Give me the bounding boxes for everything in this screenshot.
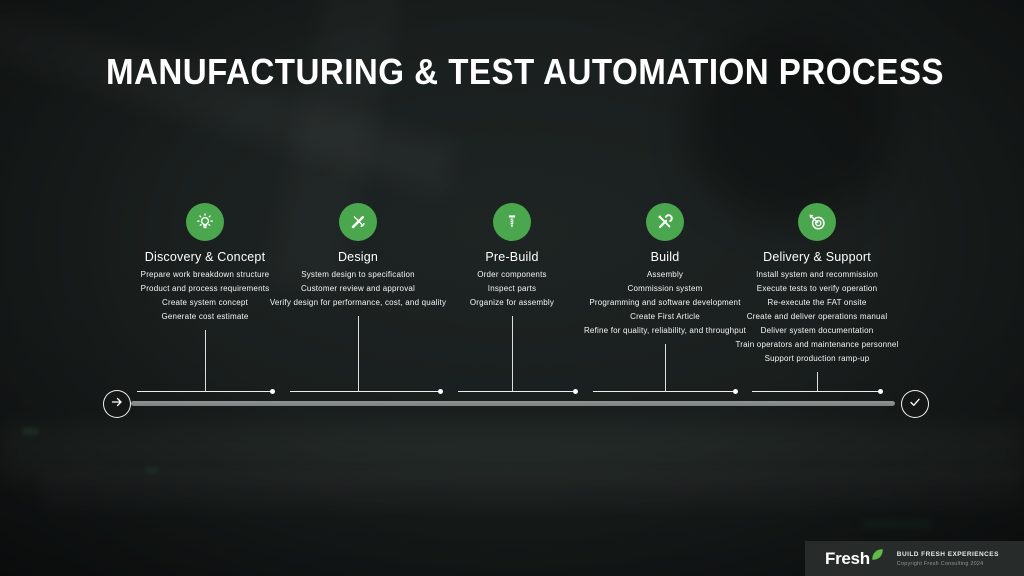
timeline-start-circle (103, 390, 131, 418)
stage-item: Programming and software development (589, 298, 741, 307)
stage-item: Support production ramp-up (764, 354, 870, 363)
stage-connector-line (511, 316, 513, 391)
stage-item: Create system concept (161, 298, 248, 307)
fresh-logo: Fresh (825, 549, 884, 569)
stage-connector-line (664, 344, 666, 391)
stage-item: Commission system (627, 284, 703, 293)
timeline-end-circle (901, 390, 929, 418)
stage-item: Create and deliver operations manual (746, 312, 888, 321)
stage-item: Deliver system documentation (760, 326, 874, 335)
stage-title: Delivery & Support (763, 250, 871, 264)
stage-title: Pre-Build (485, 250, 539, 264)
timeline-milestone-dot (732, 388, 738, 394)
tools-icon (646, 203, 684, 241)
target-icon (798, 203, 836, 241)
check-icon (908, 395, 922, 414)
background-green-glint (146, 468, 157, 473)
stage-title: Build (650, 250, 680, 264)
stage-connector-line (204, 330, 206, 391)
background-green-glint (22, 428, 38, 435)
background-green-glint (862, 520, 932, 528)
footer: Fresh BUILD FRESH EXPERIENCES Copyright … (805, 541, 1024, 576)
timeline-milestone-dot (437, 388, 443, 394)
stage-item: Install system and recommission (756, 270, 878, 279)
timeline-segment-4 (593, 390, 735, 392)
footer-tagline: BUILD FRESH EXPERIENCES (896, 550, 999, 558)
stage-item: Order components (477, 270, 547, 279)
timeline-segment-2 (290, 390, 440, 392)
footer-copyright: Copyright Fresh Consulting 2024 (896, 560, 984, 567)
stage-item: Refine for quality, reliability, and thr… (583, 326, 747, 335)
background-conveyor-highlight (0, 425, 1024, 480)
arrow-right-icon (110, 395, 124, 414)
design-icon (339, 203, 377, 241)
timeline-milestone-dot (572, 388, 578, 394)
stage-item: Verify design for performance, cost, and… (269, 298, 447, 307)
stage-title: Discovery & Concept (144, 250, 266, 264)
stage-item: Generate cost estimate (161, 312, 249, 321)
background-beam (0, 0, 456, 195)
timeline-segment-1 (137, 390, 272, 392)
stage-item: Prepare work breakdown structure (140, 270, 270, 279)
leaf-icon (871, 548, 884, 561)
stage-item: Create First Article (630, 312, 700, 321)
logo-text: Fresh (825, 548, 870, 568)
stage-title: Design (337, 250, 379, 264)
background-conveyor-highlight (40, 472, 1024, 508)
stage-connector-line (357, 316, 359, 391)
slide-title: MANUFACTURING & TEST AUTOMATION PROCESS (106, 51, 944, 92)
stage-item: System design to specification (301, 270, 415, 279)
timeline-progress-bar (131, 401, 895, 406)
screw-icon (493, 203, 531, 241)
stage-item: Execute tests to verify operation (756, 284, 878, 293)
stage-item: Inspect parts (487, 284, 537, 293)
stage-item: Re-execute the FAT onsite (767, 298, 867, 307)
footer-text: BUILD FRESH EXPERIENCES Copyright Fresh … (897, 551, 999, 567)
timeline-milestone-dot (877, 388, 883, 394)
stage-item: Assembly (646, 270, 684, 279)
stage-item: Organize for assembly (469, 298, 555, 307)
timeline-segment-3 (458, 390, 575, 392)
stage-item: Train operators and maintenance personne… (735, 340, 899, 349)
stage-item: Product and process requirements (140, 284, 270, 293)
stage-item: Customer review and approval (300, 284, 416, 293)
stage-connector-line (816, 372, 818, 391)
timeline-milestone-dot (269, 388, 275, 394)
idea-icon (186, 203, 224, 241)
timeline-segment-5 (752, 390, 880, 392)
